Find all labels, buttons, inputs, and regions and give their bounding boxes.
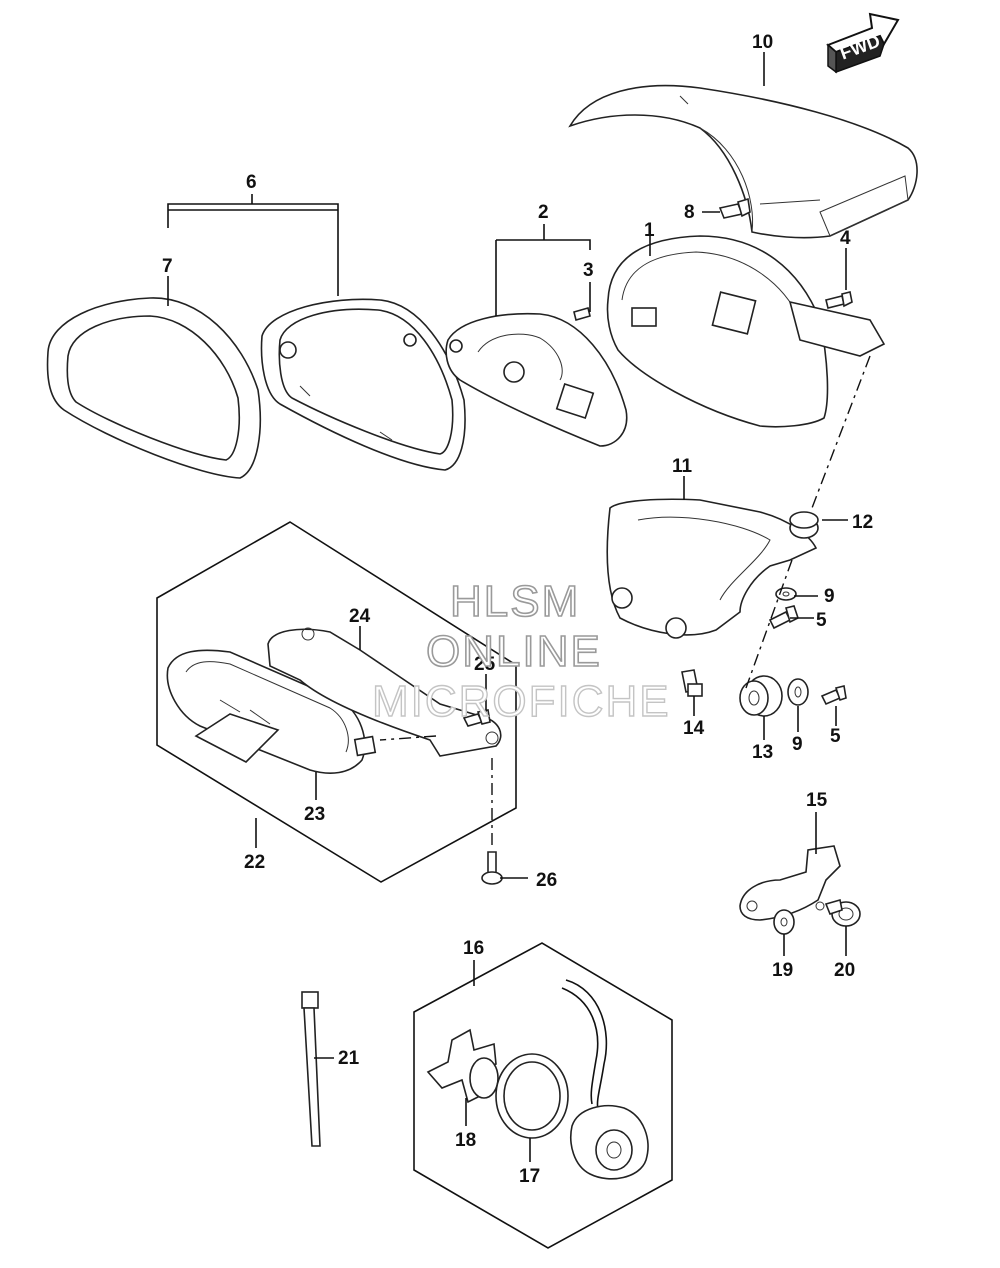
screw-3: [573, 307, 591, 321]
washer-9-lower: [787, 678, 809, 706]
callout-26: 26: [536, 870, 557, 891]
leader-lines: [167, 52, 871, 1162]
callout-10: 10: [752, 32, 773, 53]
watermark-line-2: ONLINE: [426, 627, 602, 676]
meter-case-rear: [606, 235, 886, 428]
screw-4: [825, 291, 853, 309]
callout-13: 13: [752, 742, 773, 763]
watermark-line-3: MICROFICHE: [372, 677, 671, 726]
bracket-15: [739, 845, 841, 921]
meter-cover: [568, 84, 918, 239]
fwd-arrow-icon: FWD: [826, 12, 900, 74]
callout-6: 6: [246, 172, 257, 193]
callout-1: 1: [644, 220, 655, 241]
callout-3: 3: [583, 260, 594, 281]
kit-outline-16: [413, 942, 673, 1249]
callout-21: 21: [338, 1048, 360, 1069]
screw-25: [462, 709, 491, 727]
callout-2: 2: [538, 202, 549, 223]
grommet-12: [789, 511, 819, 539]
holder-bracket-24: [267, 627, 502, 757]
callout-14: 14: [683, 718, 705, 739]
callout-15: 15: [806, 790, 828, 811]
socket-18: [426, 1028, 499, 1104]
bulb-socket-cable: [561, 979, 649, 1180]
washer-19: [773, 909, 795, 935]
screw-26: [481, 851, 503, 885]
meter-assembly: [445, 312, 628, 447]
meter-case-front: [260, 298, 466, 471]
callout-7: 7: [162, 256, 173, 277]
callout-20: 20: [834, 960, 855, 981]
callout-5-lower: 5: [830, 726, 841, 747]
callout-17: 17: [519, 1166, 540, 1187]
kit-outline-22: [156, 521, 517, 883]
callout-5-upper: 5: [816, 610, 827, 631]
callout-9-lower: 9: [792, 734, 803, 755]
callout-16: 16: [463, 938, 484, 959]
grommet-13: [739, 675, 783, 717]
cable-tie-21: [301, 991, 321, 1147]
callout-25: 25: [474, 654, 496, 675]
callout-24: 24: [349, 606, 371, 627]
callout-19: 19: [772, 960, 793, 981]
meter-bracket: [606, 498, 818, 639]
ring-17: [495, 1053, 569, 1139]
callout-23: 23: [304, 804, 325, 825]
callout-9-upper: 9: [824, 586, 835, 607]
callout-4: 4: [840, 228, 851, 249]
callout-22: 22: [244, 852, 265, 873]
meter-visor-ring: [46, 297, 262, 479]
watermark-line-1: HLSM: [450, 577, 580, 626]
callout-8: 8: [684, 202, 695, 223]
bolt-14: [681, 669, 703, 697]
callout-18: 18: [455, 1130, 476, 1151]
screw-5-lower: [820, 685, 847, 706]
screw-8: [718, 197, 751, 219]
callout-11: 11: [672, 456, 693, 477]
clamp-20: [824, 898, 861, 927]
callout-12: 12: [852, 512, 873, 533]
washer-9-upper: [775, 587, 797, 601]
meter-unit-23: [166, 649, 377, 774]
watermark: HLSM ONLINE MICROFICHE: [371, 576, 671, 727]
